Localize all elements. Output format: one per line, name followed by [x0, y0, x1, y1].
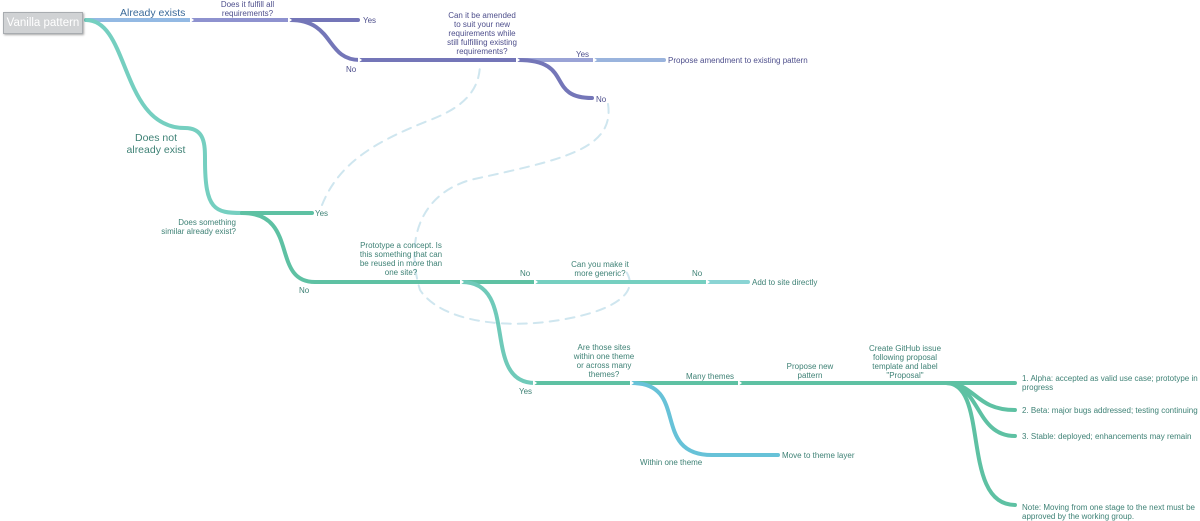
- label-stage-beta: 2. Beta: major bugs addressed; testing c…: [1022, 406, 1198, 415]
- label-already-exists: Already exists: [120, 7, 186, 19]
- connector-yes-4: [460, 280, 537, 385]
- dashed-connector-yes-similar: [321, 62, 481, 206]
- label-yes-4: Yes: [519, 387, 533, 396]
- label-does-not-exist: Does not already exist: [126, 132, 186, 156]
- label-within-one-theme: Within one theme: [640, 458, 703, 467]
- label-generic-question: Can you make it more generic?: [571, 260, 629, 278]
- connector-within-one-theme: [630, 381, 714, 457]
- label-move-to-theme: Move to theme layer: [782, 451, 855, 460]
- label-yes-1: Yes: [363, 16, 377, 25]
- label-no-5: No: [692, 269, 703, 278]
- label-yes-2: Yes: [576, 50, 590, 59]
- label-no-2: No: [596, 95, 607, 104]
- label-no-1: No: [346, 65, 357, 74]
- connector-does-not-exist: [84, 18, 244, 215]
- label-themes-question: Are those sites within one theme or acro…: [573, 343, 635, 379]
- label-add-to-site: Add to site directly: [752, 278, 818, 287]
- connector-no-1: [288, 18, 362, 62]
- dashed-connector-loop: [413, 103, 631, 325]
- label-propose-new: Propose new pattern: [786, 362, 834, 380]
- label-note: Note: Moving from one stage to the next …: [1022, 503, 1195, 521]
- label-propose-amendment: Propose amendment to existing pattern: [668, 56, 808, 65]
- label-fulfil-question: Does it fulfill all requirements?: [220, 0, 275, 18]
- connector-no-3: [240, 211, 317, 284]
- label-stage-stable: 3. Stable: deployed; enhancements may re…: [1022, 432, 1192, 441]
- connector-no-2: [516, 58, 594, 100]
- label-many-themes: Many themes: [686, 372, 735, 381]
- label-no-3: No: [299, 286, 310, 295]
- label-stage-alpha: 1. Alpha: accepted as valid use case; pr…: [1022, 374, 1198, 392]
- connector-note: [944, 381, 1017, 507]
- start-node-vanilla-pattern: Vanilla pattern: [3, 12, 83, 34]
- label-amend-question: Can it be amended to suit your new requi…: [447, 11, 517, 56]
- label-yes-3: Yes: [315, 209, 329, 218]
- label-prototype-question: Prototype a concept. Is this something t…: [359, 241, 443, 277]
- label-no-4: No: [520, 269, 531, 278]
- label-similar-question: Does something similar already exist?: [161, 218, 236, 236]
- label-github-issue: Create GitHub issue following proposal t…: [868, 344, 942, 380]
